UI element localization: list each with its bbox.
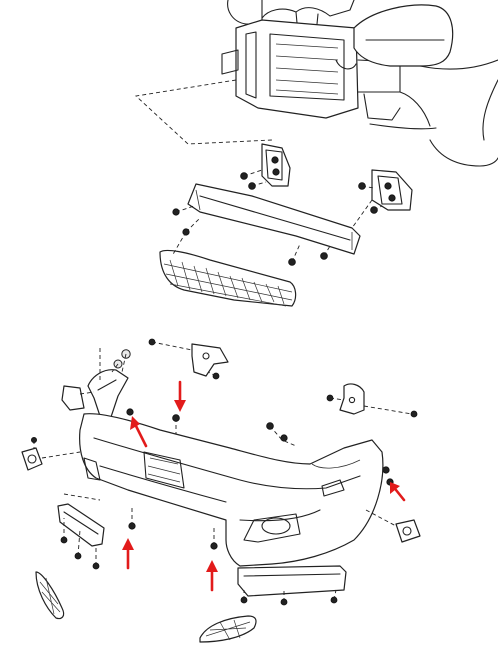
bumper-side-retainer-right: [326, 383, 418, 418]
bumper-side-retainer-left: [87, 348, 131, 421]
removal-arrow-lower-center: [206, 560, 218, 592]
guide-line-support: [135, 79, 273, 145]
fog-lamp-right: [365, 509, 421, 543]
removal-arrow-retainer-left: [130, 416, 148, 448]
fog-lamp-left: [21, 436, 81, 471]
removal-arrow-upper-center: [174, 380, 186, 412]
bumper-cover: [79, 413, 384, 567]
lower-molding-left: [57, 493, 136, 570]
removal-arrow-lower-left: [122, 538, 134, 570]
fog-lamp-bracket-left: [61, 385, 95, 411]
lower-molding-right: [210, 526, 347, 606]
fog-light-cover-left: [35, 571, 65, 620]
headlamp-right: [353, 4, 454, 67]
upper-grille: [159, 231, 297, 307]
fog-light-cover-right: [199, 615, 257, 643]
bumper-reinforcement: [172, 183, 373, 266]
removal-arrow-side-right: [390, 482, 406, 502]
front-wheel-arch: [369, 59, 498, 167]
center-upper-bracket: [148, 338, 229, 380]
reinforcement-bracket-left: [240, 143, 291, 190]
